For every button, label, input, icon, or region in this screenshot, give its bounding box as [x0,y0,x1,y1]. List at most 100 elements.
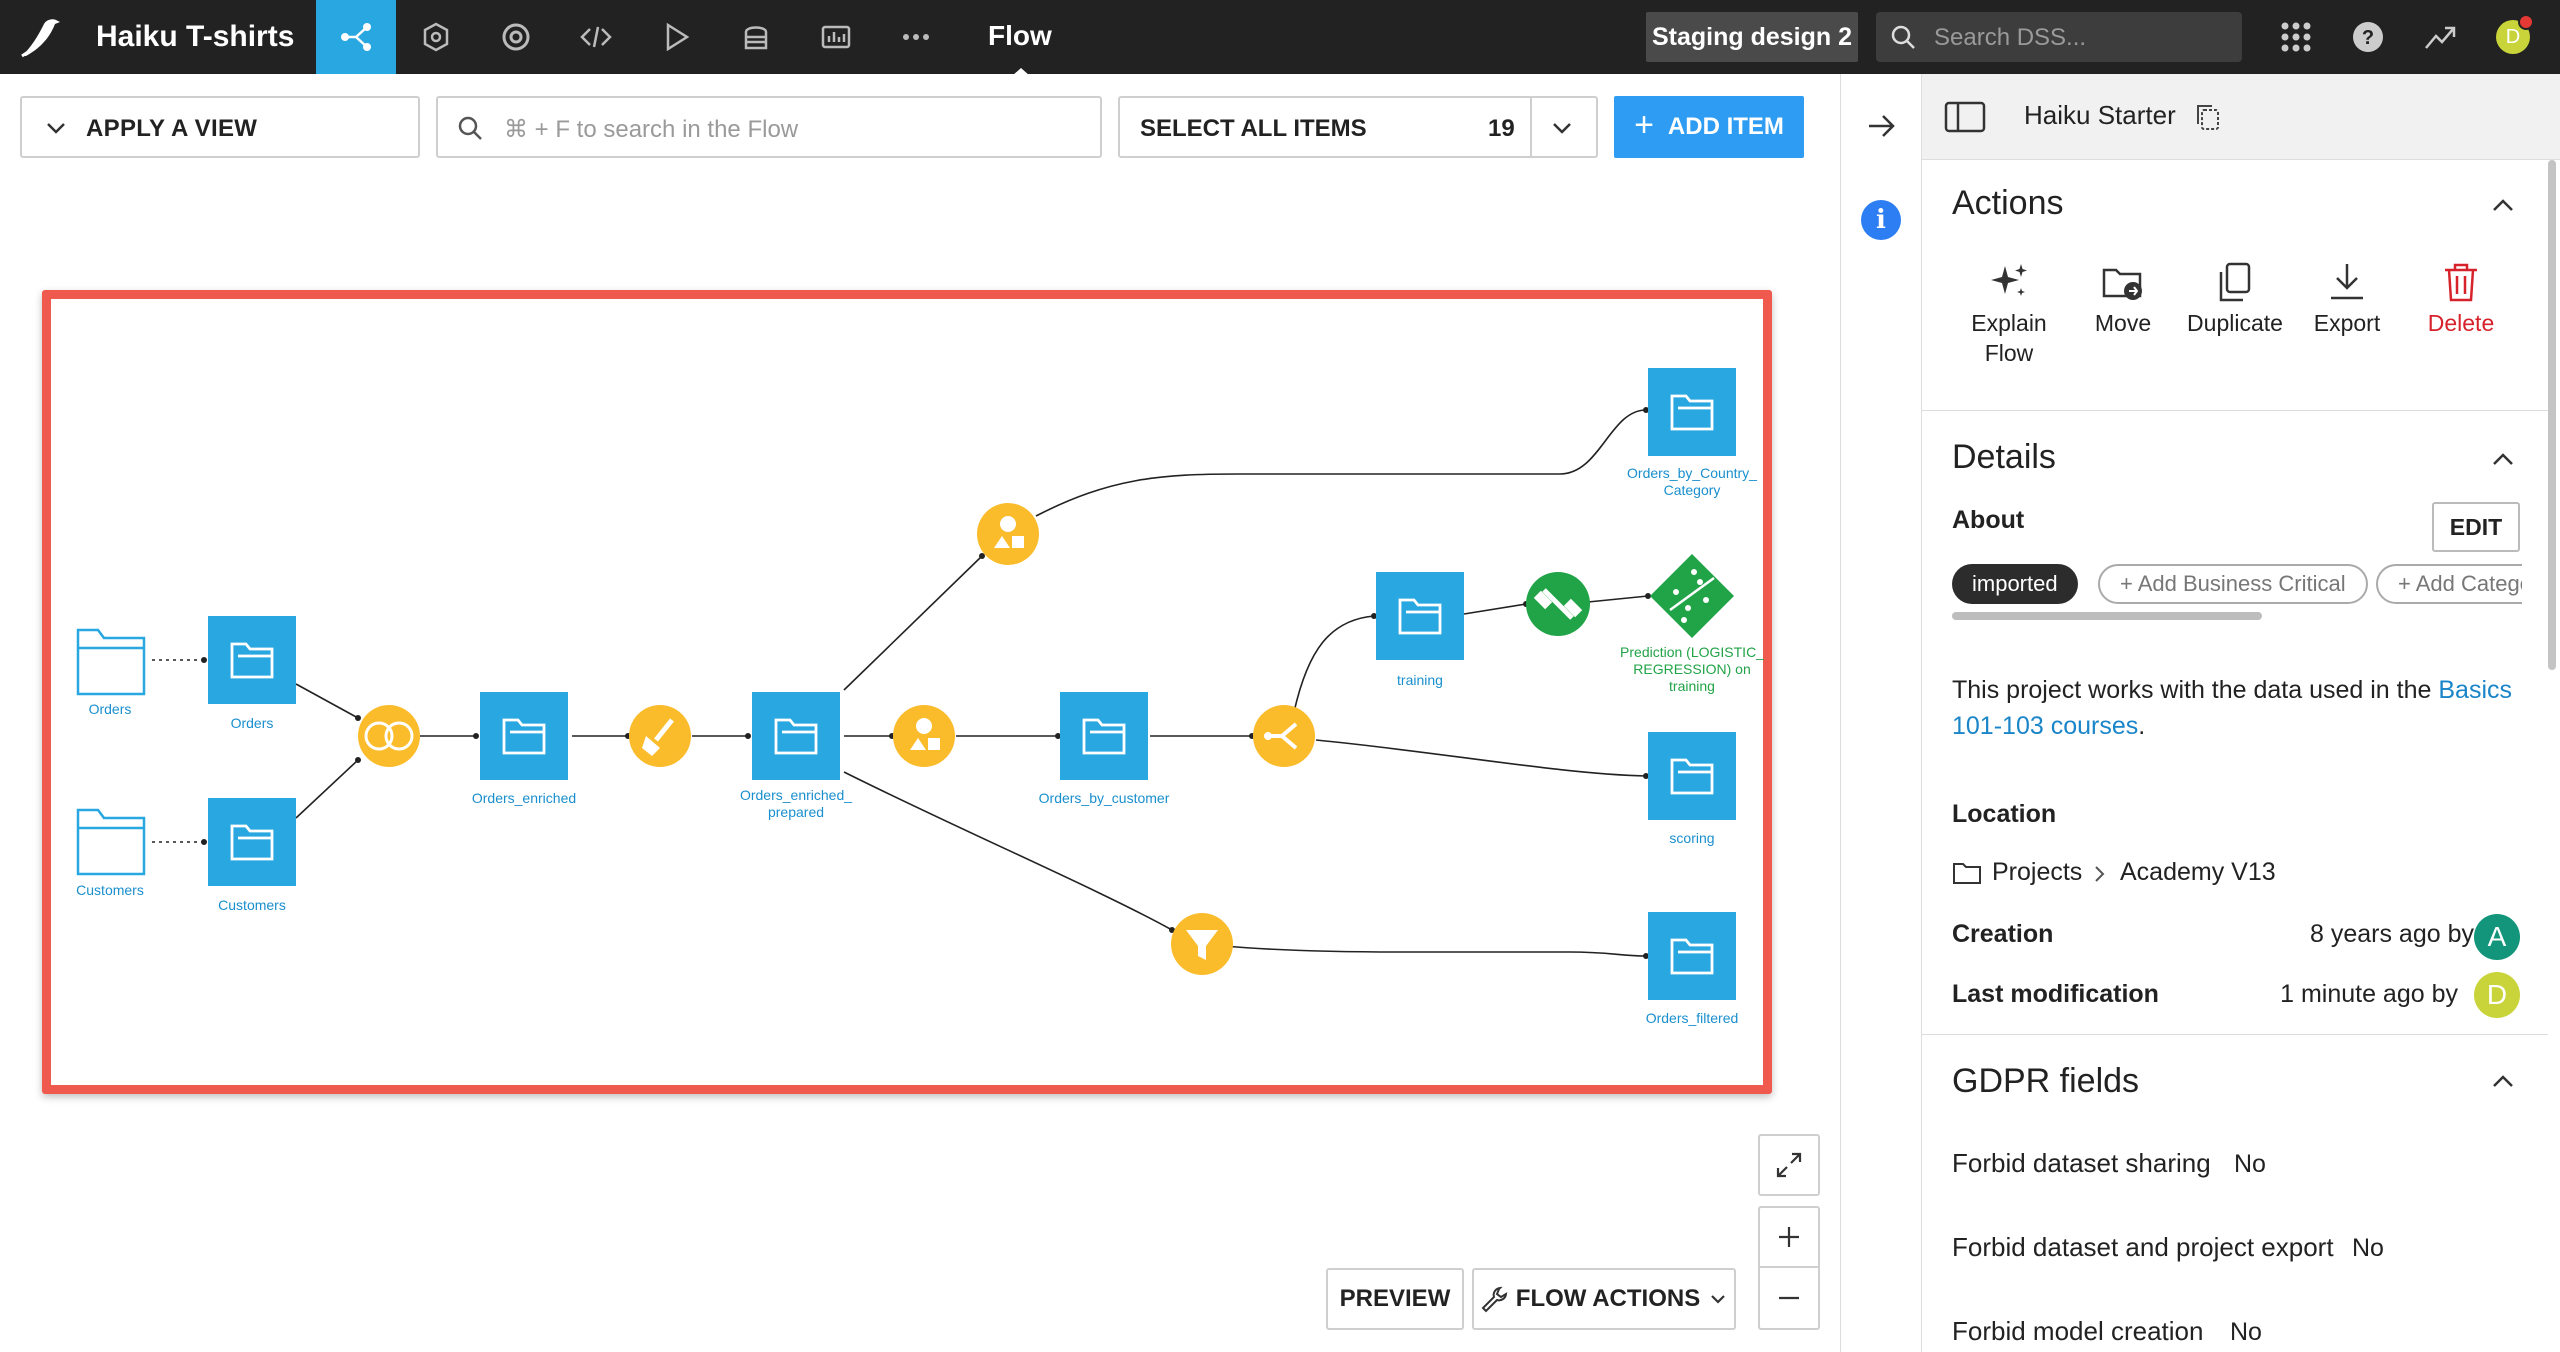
add-business-critical-tag[interactable]: + Add Business Critical [2098,564,2368,604]
item-count: 19 [1488,115,1515,142]
panel-scrollbar[interactable] [2548,160,2556,670]
chevron-down-icon[interactable] [1550,116,1574,140]
current-view-title: Flow [988,20,1052,51]
scenarios-nav-button[interactable] [636,0,716,74]
select-all-label[interactable]: SELECT ALL ITEMS [1140,115,1367,142]
basics-courses-link[interactable]: Basics 101-103 courses [1952,676,2512,740]
about-label: About [1952,506,2025,534]
forbid-sharing-value: No [2234,1150,2266,1178]
tags-scrollbar[interactable] [1952,612,2262,620]
apply-view-label: APPLY A VIEW [86,115,258,142]
collapse-panel-arrow-icon[interactable] [1863,108,1899,144]
add-item-button[interactable]: + ADD ITEM [1614,96,1804,158]
project-name[interactable]: Haiku T-shirts [96,20,295,53]
preview-button[interactable]: PREVIEW [1326,1268,1464,1330]
select-all-items-control[interactable]: SELECT ALL ITEMS 19 [1118,96,1598,158]
help-icon: ? [2353,22,2383,52]
flow-icon [341,23,371,51]
global-search-input[interactable]: Search DSS... [1876,12,2242,62]
dashboards-nav-button[interactable] [796,0,876,74]
top-navigation-bar: Haiku T-shirts [0,0,2560,76]
download-icon [2331,264,2363,300]
last-modification-label: Last modification [1952,980,2159,1008]
forbid-model-label: Forbid model creation [1952,1316,2204,1346]
plus-icon [1779,1227,1799,1247]
minus-icon [1779,1296,1799,1300]
flow-actions-button[interactable]: FLOW ACTIONS [1472,1268,1736,1330]
modeling-nav-button[interactable] [476,0,556,74]
location-projects-link[interactable]: Projects [1992,858,2083,886]
help-button[interactable]: ? [2348,17,2388,57]
location-folder-link[interactable]: Academy V13 [2120,858,2276,886]
lab-nav-button[interactable] [396,0,476,74]
copy-icon[interactable] [2194,102,2222,132]
dashboard-icon [821,25,851,49]
info-icon[interactable]: i [1861,200,1901,240]
duplicate-action[interactable]: Duplicate [2180,258,2290,338]
duplicate-icon [2219,262,2251,302]
forbid-sharing-label: Forbid dataset sharing [1952,1148,2211,1178]
wrench-icon [1481,1286,1507,1313]
creation-value: 8 years ago by [2310,920,2474,948]
code-nav-button[interactable] [556,0,636,74]
code-icon [580,26,612,48]
zoom-in-button[interactable] [1760,1208,1818,1268]
dataiku-bird-logo-icon[interactable] [18,14,64,60]
modifier-avatar[interactable]: D [2474,972,2520,1018]
sidebar-toggle-icon[interactable] [1944,100,1986,134]
lifebuoy-icon [502,23,530,51]
search-icon [458,116,482,140]
explain-flow-label: Explain Flow [1971,310,2047,366]
more-dots-icon [903,34,929,40]
folder-icon [1953,863,1981,884]
orders-by-country-category-label: Orders_by_Country_ Category [1627,465,1757,498]
play-icon [666,22,690,52]
panel-title: Haiku Starter [2024,100,2176,130]
activity-button[interactable] [2420,17,2460,57]
add-category-tag[interactable]: + Add Category [2376,564,2522,604]
edit-button[interactable]: EDIT [2432,502,2520,552]
move-action[interactable]: Move [2068,258,2178,338]
apps-grid-button[interactable] [2276,17,2316,57]
folder-move-icon [2102,268,2142,300]
training-dataset-label: training [1397,672,1443,688]
right-panel-rail: i [1840,74,1922,1352]
zoom-out-button[interactable] [1760,1268,1818,1328]
explain-flow-action[interactable]: Explain Flow [1954,258,2064,368]
flow-highlight-frame [42,290,1772,1094]
stack-icon [744,26,768,50]
fit-to-screen-button[interactable] [1758,1134,1820,1196]
tag-imported[interactable]: imported [1952,564,2078,604]
chevron-right-icon [2095,866,2105,882]
section-divider [1922,1034,2548,1035]
location-label: Location [1952,800,2057,828]
gdpr-section-title: GDPR fields [1952,1062,2140,1100]
creator-avatar[interactable]: A [2474,914,2520,960]
chevron-up-icon[interactable] [2490,446,2516,472]
customers-folder-label: Customers [76,882,144,898]
delete-action[interactable]: Delete [2406,258,2516,338]
instance-name-badge[interactable]: Staging design 2 [1646,12,1858,62]
forbid-export-value: No [2352,1234,2384,1262]
deployer-nav-button[interactable] [716,0,796,74]
forbid-export-label: Forbid dataset and project export [1952,1232,2334,1262]
description-text: This project works with the data used in… [1952,676,2439,704]
chevron-up-icon[interactable] [2490,192,2516,218]
chevron-up-icon[interactable] [2490,1068,2516,1094]
export-action[interactable]: Export [2292,258,2402,338]
svg-text:?: ? [2362,27,2374,49]
flow-search-input[interactable]: ⌘ + F to search in the Flow [436,96,1102,158]
global-search-placeholder: Search DSS... [1934,24,2087,51]
plus-icon: + [1634,106,1654,144]
prediction-model-label: Prediction (LOGISTIC_ REGRESSION) on tra… [1620,644,1764,694]
flow-nav-button[interactable] [316,0,396,74]
apply-view-dropdown[interactable]: APPLY A VIEW [20,96,420,158]
scoring-dataset-label: scoring [1669,830,1715,846]
orders-by-customer-label: Orders_by_customer [1038,790,1170,806]
tags-list: imported + Add Business Critical + Add C… [1952,564,2522,604]
zoom-controls [1758,1206,1820,1330]
orders-enriched-label: Orders_enriched [471,790,577,806]
panel-header: Haiku Starter [1922,74,2560,160]
more-nav-button[interactable] [876,0,956,74]
delete-label: Delete [2427,310,2495,336]
